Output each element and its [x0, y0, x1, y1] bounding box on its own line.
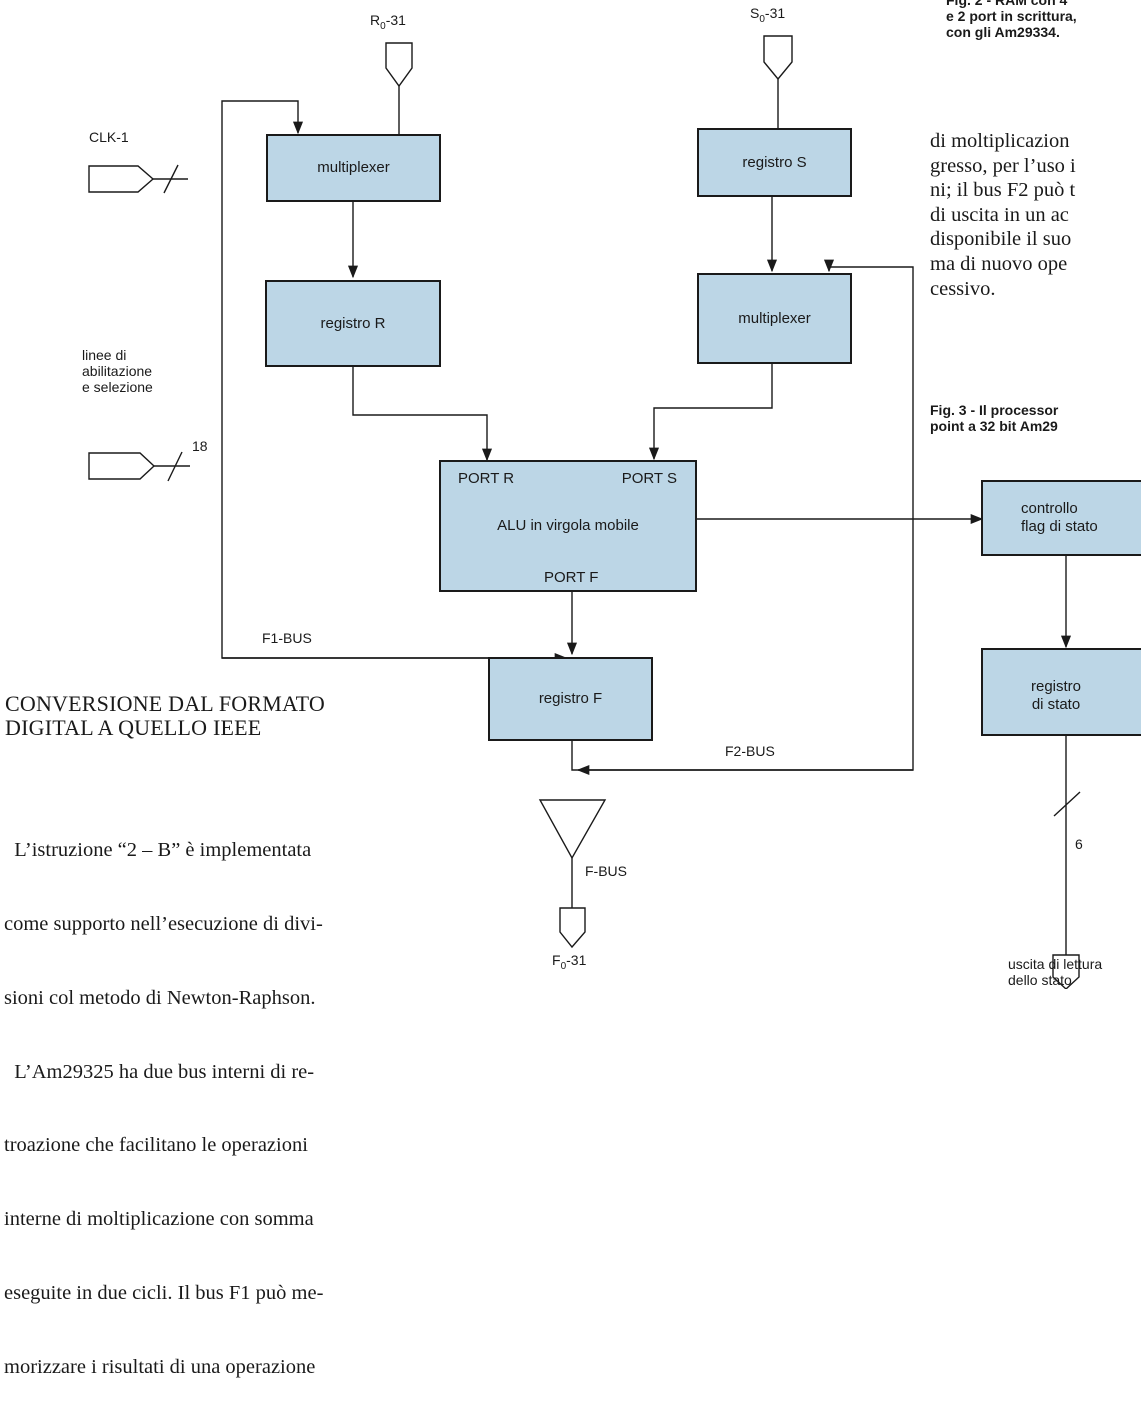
multiplexer-s-block: multiplexer — [697, 273, 852, 364]
enable-bus-width: 18 — [192, 438, 208, 454]
status-bus-width: 6 — [1075, 836, 1083, 852]
s-input-label: S0-31 — [750, 5, 785, 25]
right-column-line: cessivo. — [930, 277, 996, 300]
enable-select-line: linee di — [82, 347, 127, 363]
enable-select-label: linee di abilitazione e selezione — [82, 347, 153, 395]
right-column-line: ni; il bus F2 può t — [930, 179, 1076, 202]
left-column-line: L’Am29325 ha due bus interni di re- — [4, 1060, 315, 1083]
left-column-line: interne di moltiplicazione con somma — [4, 1208, 314, 1231]
port-s-label: PORT S — [621, 470, 677, 487]
f-output-label: F0-31 — [552, 952, 586, 972]
r-input-label: R0-31 — [370, 12, 406, 32]
alu-label: ALU in virgola mobile — [497, 517, 639, 534]
flag-control-text: controllo flag di stato — [1021, 500, 1098, 536]
enable-select-line: e selezione — [82, 379, 153, 395]
f-bus-driver — [538, 799, 607, 860]
right-column-line: disponibile il suo — [930, 228, 1072, 251]
registro-s-block: registro S — [697, 128, 852, 197]
f-output-connector — [559, 907, 586, 949]
section-heading: CONVERSIONE DAL FORMATO DIGITAL A QUELLO… — [5, 692, 325, 740]
fig2-caption: Fig. 2 - RAM con 4 e 2 port in scrittura… — [946, 0, 1077, 40]
f1-bus-label: F1-BUS — [262, 630, 312, 646]
f-bus-label: F-BUS — [585, 863, 627, 879]
left-column-line: come supporto nell’esecuzione di divi- — [4, 912, 323, 935]
fig2-caption-line: Fig. 2 - RAM con 4 — [946, 0, 1068, 8]
clk-connector — [88, 165, 155, 193]
status-register-text: registro di stato — [1031, 678, 1081, 714]
s-input-sub: 0 — [759, 13, 765, 25]
port-f-label: PORT F — [544, 569, 599, 586]
page: Fig. 2 - RAM con 4 e 2 port in scrittura… — [4, 0, 1141, 1378]
fig3-caption-line: point a 32 bit Am29 — [930, 418, 1058, 434]
alu-block: ALU in virgola mobile PORT R PORT S PORT… — [439, 460, 697, 592]
r-input-name: R — [370, 12, 381, 28]
status-output-line: dello stato — [1008, 972, 1072, 988]
right-column-text: di moltiplicazion gresso, per l’uso i ni… — [930, 129, 1076, 301]
fig3-caption: Fig. 3 - Il processor point a 32 bit Am2… — [930, 402, 1058, 434]
f-output-name: F — [552, 952, 561, 968]
right-column-line: gresso, per l’uso i — [930, 154, 1076, 177]
r-input-sub: 0 — [380, 20, 386, 32]
enable-connector — [88, 452, 156, 480]
flag-control-block: controllo flag di stato — [981, 480, 1141, 556]
multiplexer-r-block: multiplexer — [266, 134, 441, 202]
fig3-caption-line: Fig. 3 - Il processor — [930, 402, 1059, 418]
enable-select-line: abilitazione — [82, 363, 153, 379]
r-input-connector — [385, 42, 413, 88]
left-column-line: eseguite in due cicli. Il bus F1 può me- — [4, 1281, 324, 1304]
s-input-name: S — [750, 5, 760, 21]
f-output-range: -31 — [566, 952, 587, 968]
clk-label: CLK-1 — [89, 129, 129, 145]
right-column-line: ma di nuovo ope — [930, 252, 1068, 275]
left-column-line: troazione che facilitano le operazioni — [4, 1134, 308, 1157]
r-input-range: -31 — [385, 12, 406, 28]
f-output-sub: 0 — [560, 960, 567, 972]
status-register-line: di stato — [1031, 696, 1081, 713]
status-register-block: registro di stato — [981, 648, 1141, 736]
left-column-line: L’istruzione “2 – B” è implementata — [4, 839, 312, 862]
status-output-line: uscita di lettura — [1008, 956, 1103, 972]
registro-f-block: registro F — [488, 657, 653, 741]
s-input-connector — [763, 35, 793, 81]
status-register-line: registro — [1031, 678, 1082, 695]
status-output-label: uscita di lettura dello stato — [1008, 956, 1102, 988]
registro-r-block: registro R — [265, 280, 441, 367]
status-output-connector — [1052, 954, 1080, 989]
fig2-caption-line: con gli Am29334. — [946, 24, 1060, 40]
left-column-line: sioni col metodo di Newton-Raphson. — [4, 986, 316, 1009]
section-heading-line: DIGITAL A QUELLO IEEE — [5, 715, 262, 740]
port-r-label: PORT R — [458, 470, 515, 487]
right-column-line: di moltiplicazion — [930, 130, 1070, 152]
right-column-line: di uscita in un ac — [930, 203, 1069, 226]
flag-control-line: controllo — [1021, 500, 1078, 517]
left-column-text: L’istruzione “2 – B” è implementata come… — [4, 789, 323, 1428]
left-column-line: morizzare i risultati di una operazione — [4, 1355, 316, 1378]
section-heading-line: CONVERSIONE DAL FORMATO — [5, 691, 325, 716]
flag-control-line: flag di stato — [1021, 518, 1098, 535]
f2-bus-label: F2-BUS — [725, 743, 775, 759]
fig2-caption-line: e 2 port in scrittura, — [946, 8, 1077, 24]
block-diagram-wiring — [88, 35, 1081, 989]
s-input-range: -31 — [764, 5, 786, 21]
